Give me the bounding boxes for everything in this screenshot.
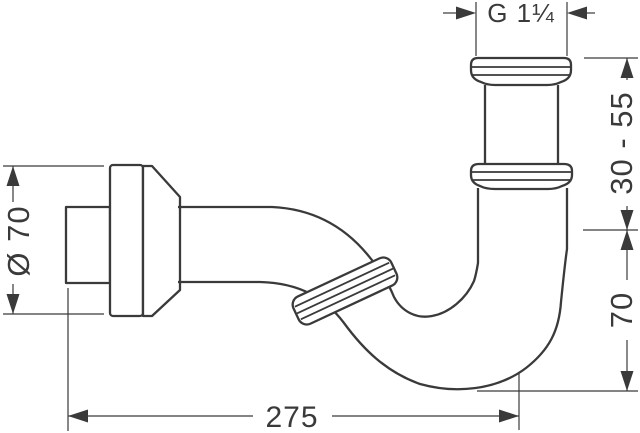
union-nut-bottom — [469, 162, 574, 191]
dimension-thread-size: G 1¼ — [443, 0, 595, 56]
arrow-down-icon — [620, 371, 634, 391]
arrow-left-icon — [68, 409, 88, 423]
arrow-down-icon — [620, 210, 634, 230]
arrow-up-icon — [620, 58, 634, 78]
union-nut-bottom-body — [469, 162, 574, 191]
dimension-adjustable-height: 30 - 55 — [583, 57, 639, 231]
trap-pipe-upper-edge — [178, 188, 480, 318]
wall-flange — [108, 163, 145, 318]
slip-nut-stripe — [296, 267, 394, 315]
arrow-right-icon — [456, 6, 476, 20]
dimension-label-overall-length: 275 — [265, 401, 318, 433]
arrow-right-icon — [499, 409, 519, 423]
arrow-down-icon — [6, 294, 20, 314]
wall-connection-pipe — [64, 205, 112, 285]
dimension-flange-diameter: Ø 70 — [1, 165, 104, 315]
slip-nut-stripe — [294, 261, 390, 308]
dimension-overall-length: 275 — [67, 288, 520, 433]
union-nut-top — [469, 56, 573, 87]
arrow-up-icon — [6, 166, 20, 186]
trap-assembly — [64, 56, 574, 391]
dimension-label-thread-size: G 1¼ — [487, 0, 555, 28]
dimension-label-outlet-drop: 70 — [604, 292, 639, 328]
flange-cone — [141, 164, 182, 318]
dimension-label-flange-diameter: Ø 70 — [1, 205, 36, 276]
arrow-up-icon — [620, 230, 634, 250]
dimension-outlet-drop: 70 — [477, 230, 639, 392]
dimension-label-adjustable-height: 30 - 55 — [604, 91, 639, 195]
arrow-left-icon — [567, 6, 587, 20]
slip-nut-stripe — [300, 274, 396, 321]
slip-nut — [291, 256, 399, 326]
union-nut-top-body — [469, 56, 573, 87]
